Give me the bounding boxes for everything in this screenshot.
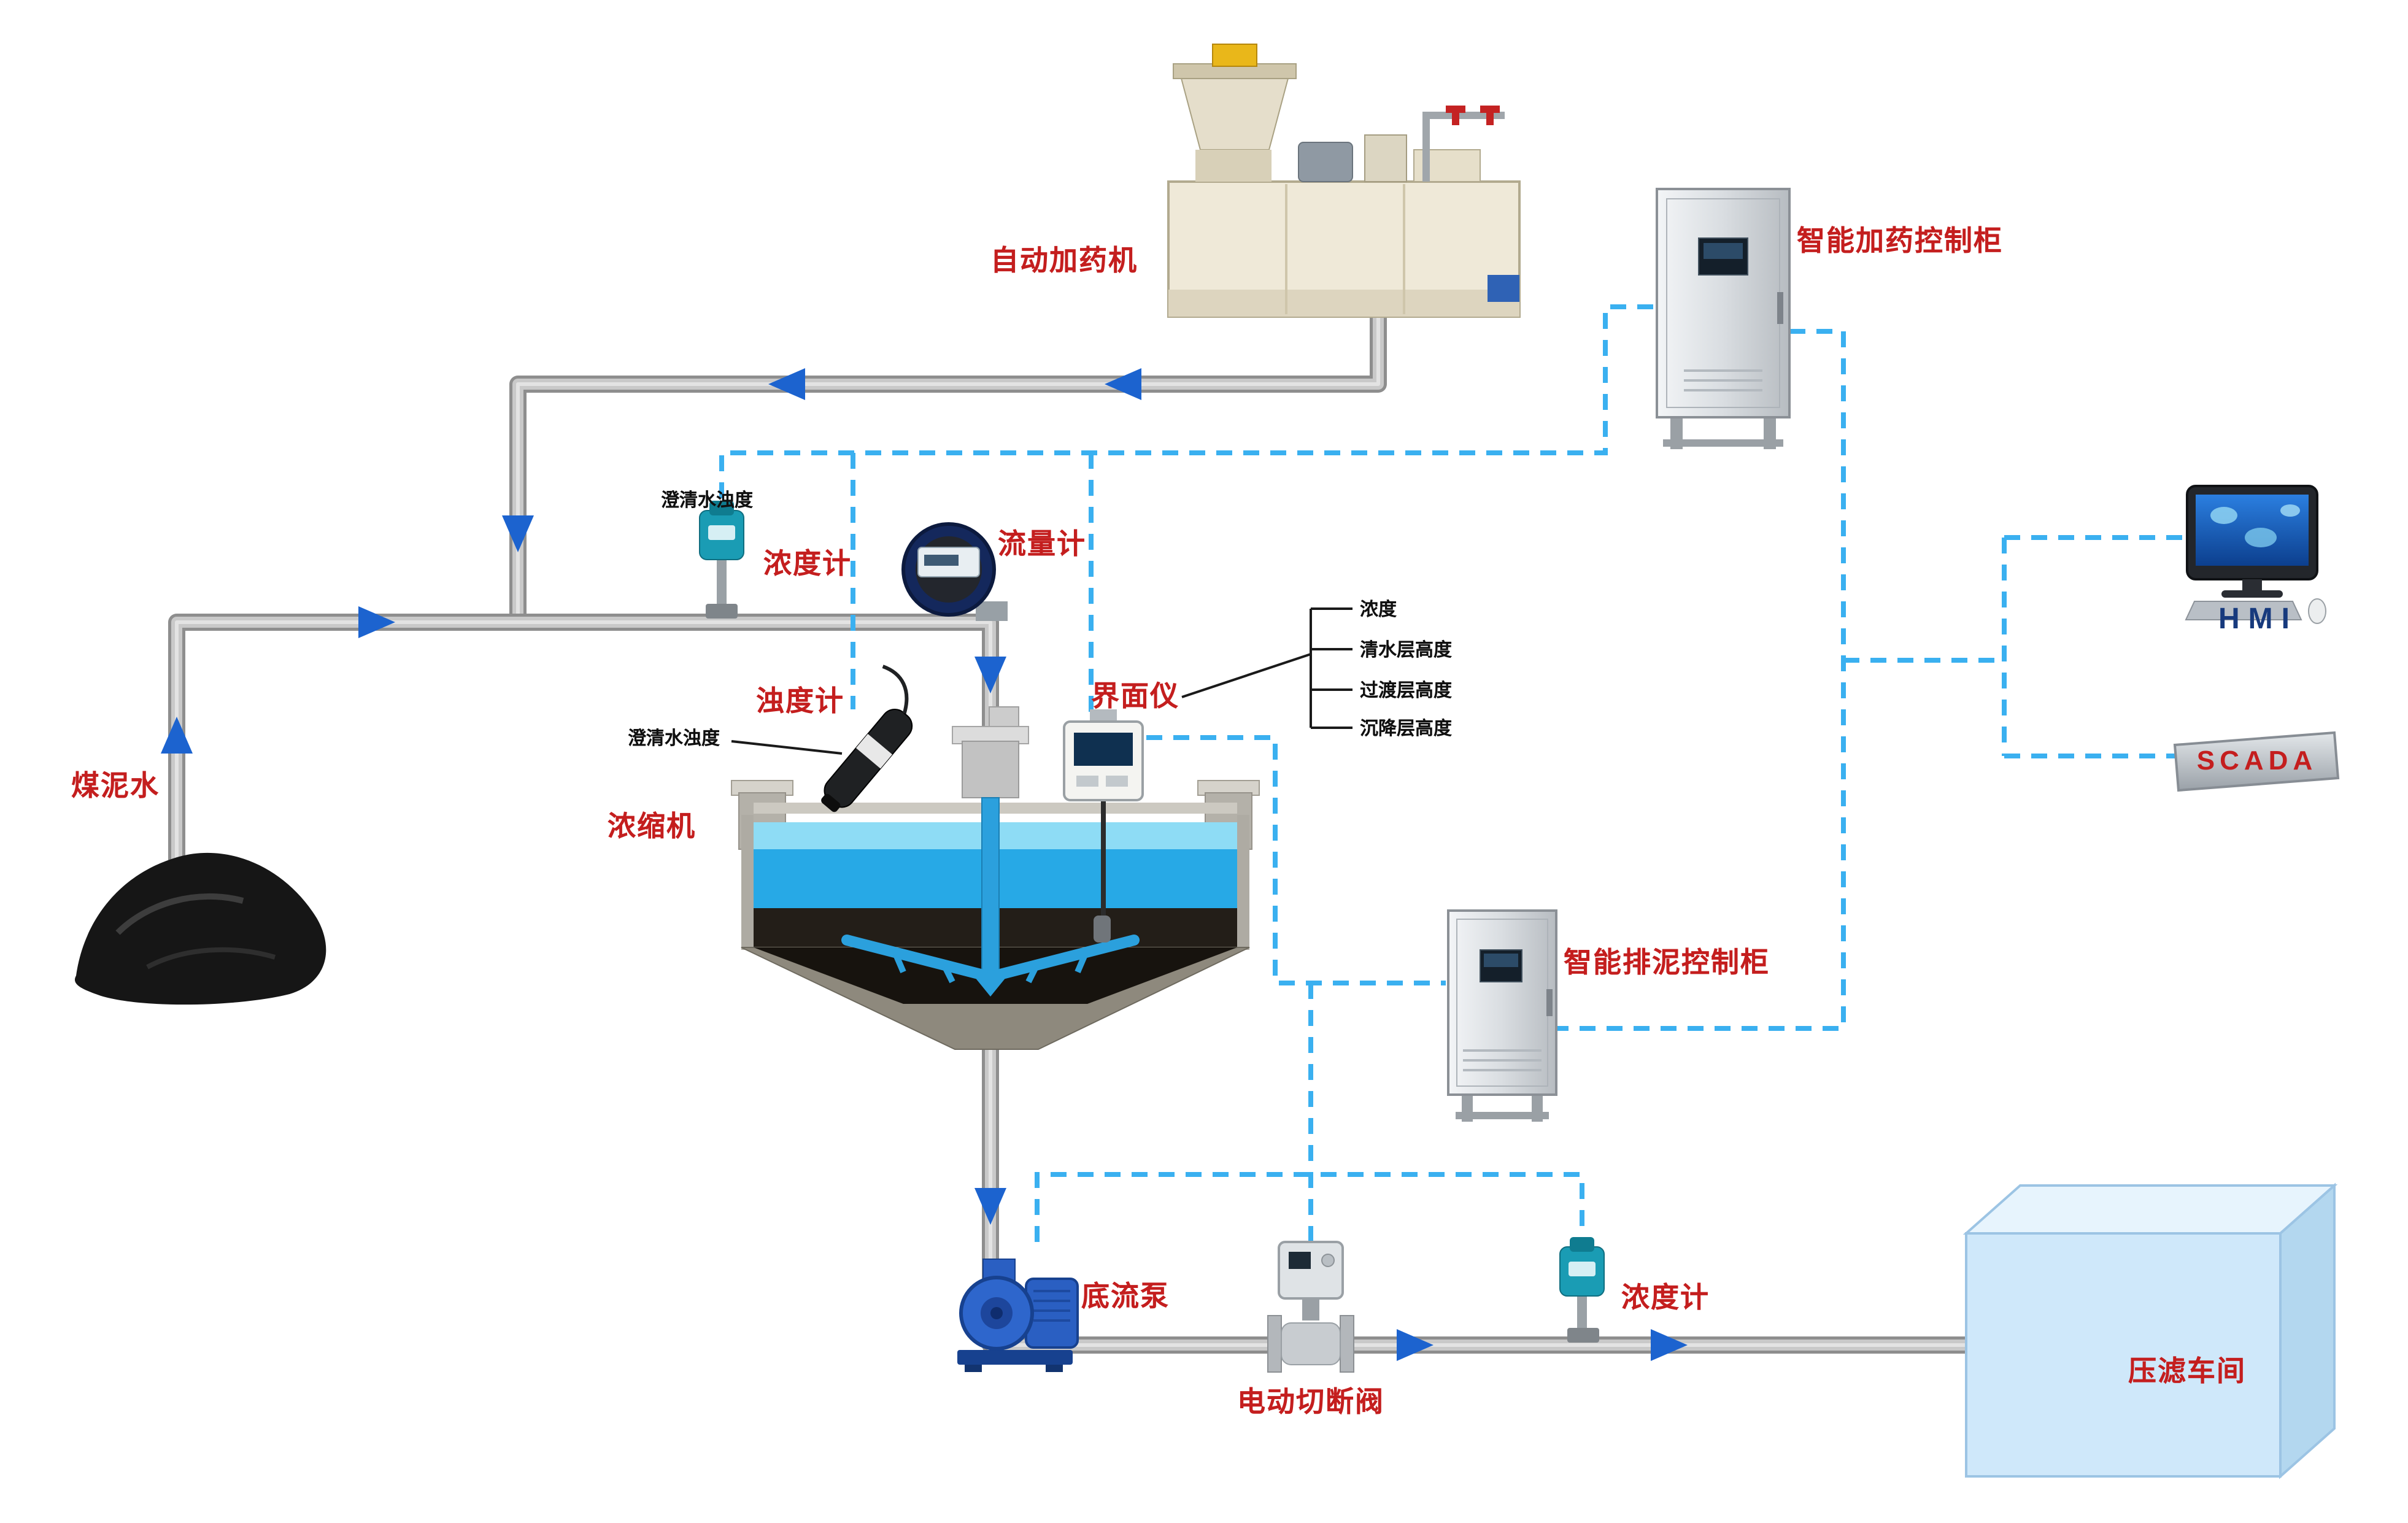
signal-instrument-bus bbox=[719, 304, 1659, 525]
flow-arrow bbox=[974, 1188, 1006, 1225]
dosing-control-cabinet-device bbox=[1656, 188, 1791, 449]
interface-param-concentration: 浓度 bbox=[1360, 600, 1397, 620]
flow-arrow bbox=[1651, 1329, 1688, 1361]
clarified-water-turbidity-note-2: 澄清水浊度 bbox=[627, 728, 720, 749]
signal-cabinet-trunk bbox=[1557, 329, 1846, 1031]
interface-meter-device bbox=[1063, 709, 1144, 943]
scada-label: SCADA bbox=[2196, 745, 2318, 776]
interface-param-transition-layer: 过渡层高度 bbox=[1360, 681, 1453, 701]
valve-body bbox=[1281, 1322, 1341, 1365]
valve-actuator bbox=[1278, 1241, 1344, 1300]
underflow-concentration-meter-label: 浓度计 bbox=[1621, 1281, 1710, 1313]
flow-arrow bbox=[974, 657, 1006, 693]
thickener-drive bbox=[962, 741, 1019, 798]
flow-arrow bbox=[768, 368, 805, 400]
turbidity-meter-label: 浊度计 bbox=[756, 685, 844, 717]
flow-meter-device bbox=[901, 522, 1008, 621]
electric-shutoff-valve-device bbox=[1267, 1241, 1354, 1373]
flow-arrow bbox=[358, 606, 395, 638]
underflow-pump-label: 底流泵 bbox=[1081, 1280, 1170, 1312]
flow-arrow bbox=[161, 717, 193, 754]
hmi-workstation bbox=[2185, 485, 2326, 624]
filter-press-workshop-label: 压滤车间 bbox=[2128, 1355, 2246, 1387]
underflow-concentration-meter-device bbox=[1559, 1237, 1605, 1343]
feed-concentration-meter-label: 浓度计 bbox=[763, 547, 852, 579]
filter-press-workshop-box bbox=[1962, 1182, 2338, 1479]
coal-slurry-label: 煤泥水 bbox=[71, 769, 160, 801]
coal-pile bbox=[74, 852, 326, 1005]
clarified-water-turbidity-note-1: 澄清水浊度 bbox=[660, 490, 754, 511]
flow-arrow bbox=[1105, 368, 1141, 400]
signal-lower-bus bbox=[1035, 1172, 1584, 1249]
dosing-cabinet-label: 智能加药控制柜 bbox=[1797, 225, 2003, 256]
feed-concentration-meter-device bbox=[699, 501, 744, 619]
scada-badge bbox=[2173, 731, 2340, 792]
flow-arrows bbox=[161, 368, 1688, 1361]
thickener bbox=[731, 706, 1260, 1050]
turbidity-meter-device bbox=[821, 665, 913, 812]
interface-param-settling-layer: 沉降层高度 bbox=[1360, 719, 1453, 739]
rake-shaft bbox=[981, 797, 1000, 977]
sludge-control-cabinet-device bbox=[1447, 909, 1557, 1122]
interface-param-clear-layer: 清水层高度 bbox=[1360, 640, 1453, 661]
dosing-machine-label: 自动加药机 bbox=[990, 244, 1138, 276]
thickener-label: 浓缩机 bbox=[608, 810, 696, 842]
underflow-pump-device bbox=[957, 1259, 1079, 1372]
signal-interface-to-sludge-cabinet bbox=[1146, 735, 1446, 985]
hmi-label: HMI bbox=[2218, 603, 2298, 636]
shutoff-valve-label: 电动切断阀 bbox=[1237, 1386, 1384, 1417]
mouse bbox=[2308, 598, 2326, 624]
interface-meter-label: 界面仪 bbox=[1091, 680, 1179, 712]
keyboard bbox=[2185, 601, 2302, 620]
flow-meter-label: 流量计 bbox=[998, 528, 1086, 560]
flow-arrow bbox=[1397, 1329, 1434, 1361]
signal-lines bbox=[719, 304, 2192, 1249]
flow-arrow bbox=[502, 515, 534, 552]
sludge-cabinet-label: 智能排泥控制柜 bbox=[1564, 946, 1770, 978]
dosing-machine-device bbox=[1167, 44, 1521, 318]
